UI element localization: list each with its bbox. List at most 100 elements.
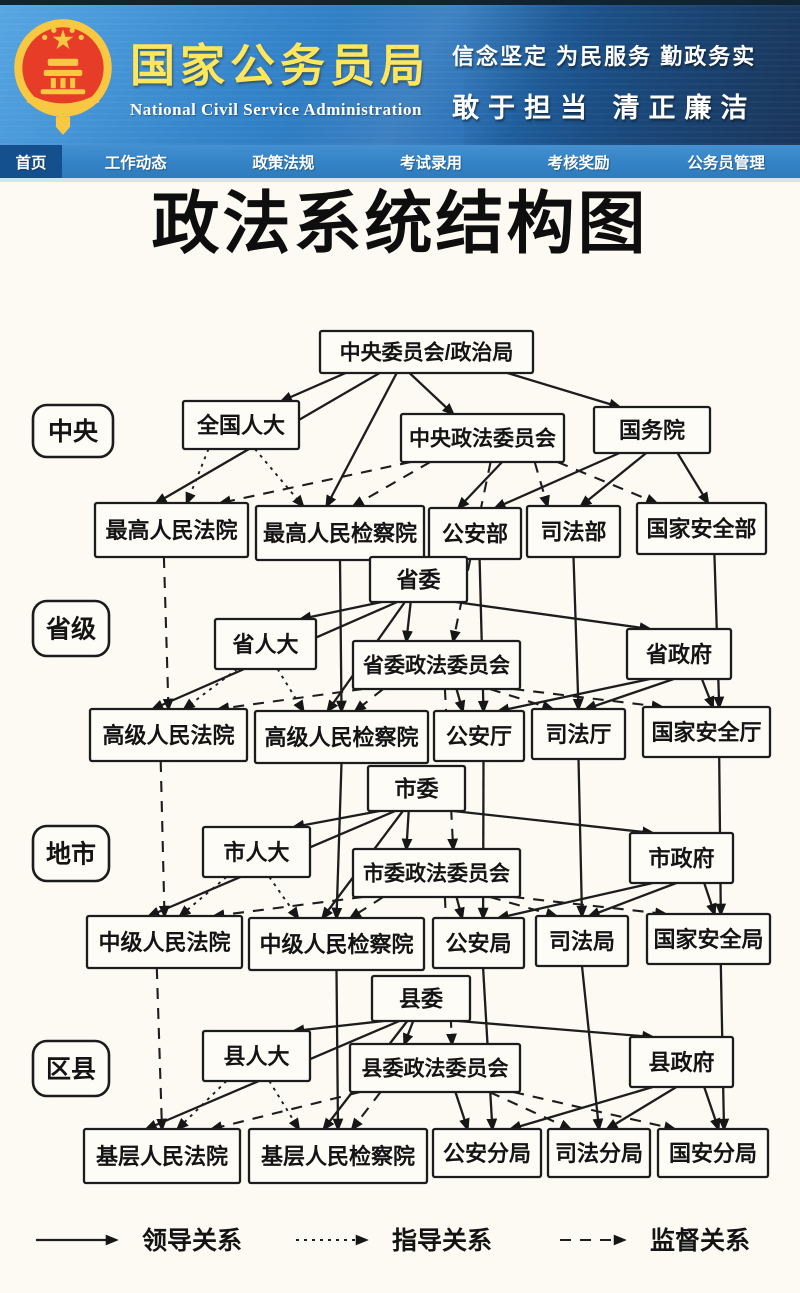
- nav-item-exam-recruitment[interactable]: 考试录用: [399, 154, 462, 172]
- node-zfw2: 省委政法委员会: [351, 639, 522, 691]
- edge-j1-j2: [572, 556, 584, 712]
- node-s1: 国家安全部: [635, 501, 768, 556]
- site-title: 国家公务员局: [130, 40, 431, 91]
- node-p4: 基层人民检察院: [247, 1127, 429, 1185]
- edge-zfw2-j2: [489, 687, 556, 712]
- header-photo-overlay: [464, 5, 800, 145]
- node-label: 公安厅: [446, 724, 512, 749]
- edge-gwy-j1: [578, 452, 647, 508]
- edge-xg-s4: [703, 1086, 721, 1132]
- edge-p2-p3: [331, 762, 343, 921]
- edge-shw-cg: [453, 809, 656, 838]
- node-npc: 全国人大: [181, 399, 301, 451]
- edge-f1-f2: [162, 556, 174, 712]
- edge-zfw1-f1: [217, 460, 412, 507]
- nav-item-civil-servant-mgmt[interactable]: 公务员管理: [687, 154, 765, 172]
- node-pg: 省政府: [625, 627, 733, 681]
- national-emblem-icon: [10, 11, 116, 139]
- site-title-en: National Civil Service Administration: [130, 100, 422, 119]
- edge-zfw4-f4: [209, 1090, 361, 1132]
- node-label: 国家安全厅: [651, 720, 761, 745]
- node-p2: 高级人民检察院: [253, 709, 430, 765]
- edge-xw-xg: [458, 1019, 656, 1042]
- edge-zfw1-a1: [456, 461, 503, 510]
- edge-zfw2-a2: [454, 688, 466, 714]
- node-label: 国安分局: [669, 1141, 757, 1166]
- node-zfw3: 市委政法委员会: [351, 847, 522, 899]
- node-xg: 县政府: [628, 1035, 735, 1089]
- edge-shw-zfw3: [401, 810, 413, 852]
- edge-zfw4-s4: [512, 1090, 678, 1132]
- node-cc: 中央委员会/政治局: [318, 329, 535, 375]
- edge-xw-zfw4: [403, 1020, 415, 1047]
- edge-zfw3-p3: [348, 896, 384, 920]
- nav-item-policies[interactable]: 政策法规: [252, 154, 315, 172]
- node-label: 司法分局: [555, 1141, 643, 1166]
- nav-item-home[interactable]: 首页: [0, 145, 62, 178]
- edge-xw-xr: [291, 1019, 384, 1036]
- edge-zfw1-s1: [557, 461, 659, 505]
- top-border: [0, 0, 800, 5]
- node-label: 公安局: [445, 931, 511, 956]
- edge-npc-f1: [185, 448, 210, 506]
- content: 政法系统结构图 中央委员会/政治局中央全国人大中央政法委员会国务院最高人民法院最…: [0, 182, 800, 1293]
- node-label: 市人大: [223, 840, 289, 865]
- edge-npc-p1: [254, 448, 305, 509]
- edge-zfw2-f2: [216, 687, 364, 713]
- node-label: 国务院: [619, 418, 685, 443]
- nav-item-work-news[interactable]: 工作动态: [104, 154, 167, 172]
- edge-cc-npc: [279, 371, 347, 403]
- edge-zfw3-s3: [513, 895, 669, 919]
- node-a1: 公安部: [427, 506, 523, 561]
- edge-cg-s3: [703, 882, 717, 917]
- node-s4: 国安分局: [656, 1127, 770, 1179]
- page-title: 政法系统结构图: [151, 186, 649, 262]
- edge-cg-a3: [495, 881, 653, 922]
- edge-pr-f2: [182, 668, 238, 711]
- node-j4: 司法分局: [546, 1127, 652, 1179]
- node-label: 县委政法委员会: [362, 1057, 509, 1081]
- main-nav: 首页 工作动态 政策法规 考试录用 考核奖励 公务员管理: [0, 145, 800, 178]
- node-lv3: 地市: [31, 824, 111, 883]
- node-f2: 高级人民法院: [88, 707, 249, 763]
- node-j2: 司法厅: [530, 707, 627, 761]
- node-cg: 市政府: [628, 831, 735, 885]
- node-pr: 省人大: [213, 617, 318, 671]
- node-p1: 最高人民检察院: [254, 504, 426, 562]
- edge-xg-a4: [508, 1085, 654, 1132]
- node-label: 中央: [48, 418, 99, 446]
- edge-p3-p4: [332, 969, 344, 1132]
- node-label: 高级人民检察院: [264, 725, 418, 750]
- org-chart: 中央委员会/政治局中央全国人大中央政法委员会国务院最高人民法院最高人民检察院公安…: [31, 329, 772, 1255]
- node-shw: 市委: [366, 764, 467, 813]
- node-lv4: 区县: [31, 1039, 111, 1098]
- node-label: 区县: [46, 1056, 96, 1084]
- edge-sw-pg: [455, 600, 653, 633]
- edge-pg-a2: [496, 677, 651, 715]
- edge-xr-p4: [268, 1080, 301, 1132]
- node-j1: 司法部: [525, 504, 622, 559]
- edge-zfw2-p2: [353, 688, 384, 713]
- node-sw: 省委: [368, 555, 469, 604]
- edge-zfw1-j1: [533, 461, 550, 509]
- edge-cc-zfw1: [408, 372, 456, 416]
- node-f4: 基层人民法院: [82, 1127, 242, 1185]
- slogan-line-1: 信念坚定 为民服务 勤政务实: [452, 44, 757, 69]
- node-label: 高级人民法院: [102, 723, 234, 748]
- header-sheen: [0, 5, 800, 145]
- edge-zfw4-p4: [350, 1091, 382, 1132]
- legend-label-gui: 指导关系: [392, 1227, 492, 1255]
- edge-zfw1-zfw2: [450, 461, 492, 644]
- site-header: 国家公务员局 National Civil Service Administra…: [0, 5, 800, 145]
- edge-j3-j4: [580, 965, 604, 1132]
- edge-zfw4-j4: [488, 1091, 573, 1131]
- nav-item-appraisal-rewards[interactable]: 考核奖励: [547, 154, 610, 172]
- edge-f3-f4: [155, 967, 168, 1132]
- edge-pg-j2: [583, 677, 675, 711]
- edge-xg-j4: [604, 1086, 677, 1131]
- edge-cr-p3: [268, 876, 300, 921]
- node-label: 中级人民法院: [98, 930, 230, 955]
- node-lv1: 中央: [31, 403, 115, 459]
- edge-pr-p2: [276, 668, 305, 714]
- edge-pg-s2: [700, 678, 715, 710]
